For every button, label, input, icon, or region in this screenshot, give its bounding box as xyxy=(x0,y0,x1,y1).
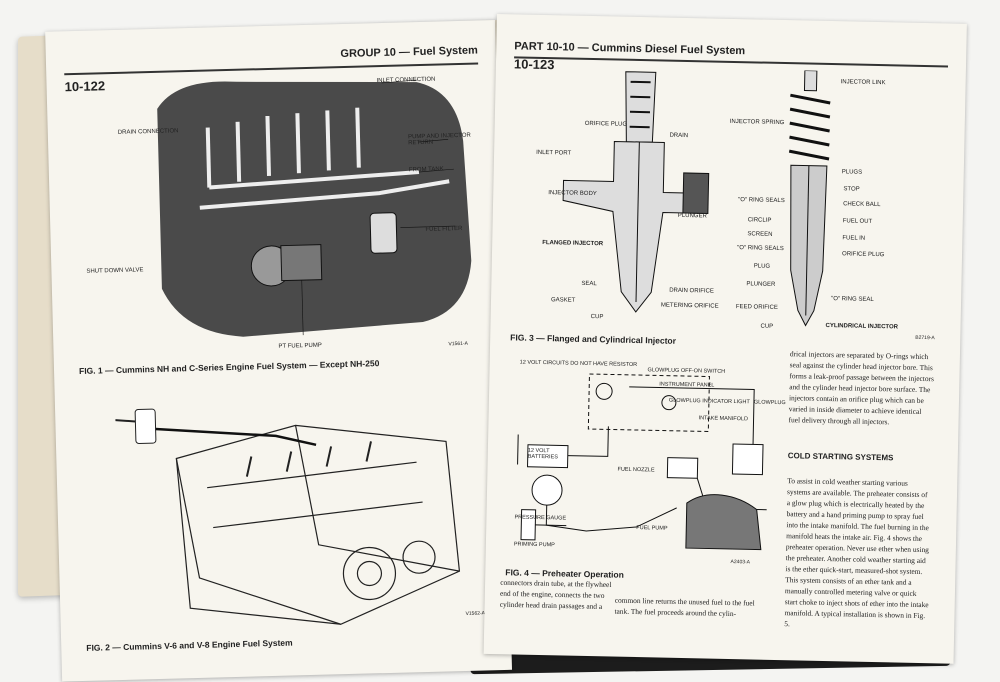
fig4-label-intake-manifold: INTAKE MANIFOLD xyxy=(699,415,749,422)
fig3-label-orifice-plug: ORIFICE PLUG xyxy=(585,121,627,128)
fig3-caption: FIG. 3 — Flanged and Cylindrical Injecto… xyxy=(510,332,810,348)
fig4-label-instrument-panel: INSTRUMENT PANEL xyxy=(659,381,714,388)
section-title-cold-starting: COLD STARTING SYSTEMS xyxy=(788,450,933,464)
fig3-label-cup: CUP xyxy=(591,314,604,320)
fig3-label-fuel-in: FUEL IN xyxy=(842,235,865,241)
fig3-label-injector-link: INJECTOR LINK xyxy=(841,79,886,86)
fig2-v8-engine-diagram xyxy=(115,380,492,650)
fig4-label-fuel-pump: FUEL PUMP xyxy=(636,525,667,532)
fig3-label-o-ring-seals: "O" RING SEALS xyxy=(738,197,785,204)
column-text: drical injectors are separated by O-ring… xyxy=(788,348,935,428)
right-page: PART 10-10 — Cummins Diesel Fuel System … xyxy=(484,14,967,664)
fig3-label-check-ball: CHECK BALL xyxy=(843,201,880,208)
left-page-number: 10-122 xyxy=(64,78,105,94)
fig4-label-glowplug: GLOWPLUG xyxy=(754,399,786,406)
fig3-label-screen: SCREEN xyxy=(747,231,772,238)
fig3-label-inlet-port: INLET PORT xyxy=(536,150,571,157)
fig3-ref: B2719-A xyxy=(915,335,935,341)
fig3-label-fuel-out: FUEL OUT xyxy=(843,218,873,225)
fig1-ref: V1561-A xyxy=(448,341,468,348)
fig3-flanged-title: FLANGED INJECTOR xyxy=(542,240,603,247)
fig3-label-orifice-plug-cyl: ORIFICE PLUG xyxy=(842,251,884,258)
fig3-label-stop: STOP xyxy=(843,186,859,192)
fig3-label-injector-spring: INJECTOR SPRING xyxy=(730,119,785,126)
fig3-label-circlip: CIRCLIP xyxy=(748,217,772,223)
fig3-label-plugs: PLUGS xyxy=(842,169,862,175)
fig1-engine-diagram xyxy=(116,61,483,350)
fig3-label-plunger-cyl: PLUNGER xyxy=(746,281,775,288)
fig1-label-pt-pump: PT FUEL PUMP xyxy=(278,343,321,350)
left-page: GROUP 10 — Fuel System 10-122 INLET CONN… xyxy=(45,20,512,682)
fig4-label-batteries: 12 VOLT BATTERIES xyxy=(528,448,568,461)
fig1-label-fuel-filter: FUEL FILTER xyxy=(425,226,462,233)
fig1-label-from-tank: FROM TANK xyxy=(409,166,444,173)
fig2-ref: V1562-A xyxy=(465,610,485,617)
left-header-title: GROUP 10 — Fuel System xyxy=(340,44,478,60)
fig3-label-injector-body: INJECTOR BODY xyxy=(548,190,597,197)
left-bottom-text: connectors drain tube, at the flywheel e… xyxy=(500,577,621,613)
fig4-label-fuel-nozzle: FUEL NOZZLE xyxy=(617,467,654,474)
fig3-label-o-ring-seals-2: "O" RING SEALS xyxy=(737,245,784,252)
fig3-label-metering-orifice: METERING ORIFICE xyxy=(661,302,719,309)
fig3-label-plunger: PLUNGER xyxy=(678,213,707,220)
fig3-label-plug: PLUG xyxy=(754,263,770,269)
fig3-label-gasket: GASKET xyxy=(551,297,575,304)
section-text-cold-starting: To assist in cold weather starting vario… xyxy=(784,475,932,632)
fig3-cylindrical-title: CYLINDRICAL INJECTOR xyxy=(825,323,898,331)
fig4-label-priming-pump: PRIMING PUMP xyxy=(514,541,555,548)
fig3-label-o-ring-seal: "O" RING SEAL xyxy=(831,296,874,303)
fig4-ref: A2403-A xyxy=(731,559,751,565)
fig3-label-cup-cyl: CUP xyxy=(760,324,773,330)
fig4-label-pressure-gauge: PRESSURE GAUGE xyxy=(514,514,566,521)
fig3-label-seal: SEAL xyxy=(581,281,596,287)
bottom-text: common line returns the unused fuel to t… xyxy=(614,595,764,620)
fig3-label-feed-orifice: FEED ORIFICE xyxy=(736,304,778,311)
fig3-label-drain: DRAIN xyxy=(669,133,688,139)
fig3-cylindrical-injector xyxy=(775,70,840,331)
fig1-caption: FIG. 1 — Cummins NH and C-Series Engine … xyxy=(79,355,499,376)
fig3-label-drain-orifice: DRAIN ORIFICE xyxy=(669,288,714,295)
fig1-label-pump-return: PUMP AND INJECTOR RETURN xyxy=(408,132,478,146)
